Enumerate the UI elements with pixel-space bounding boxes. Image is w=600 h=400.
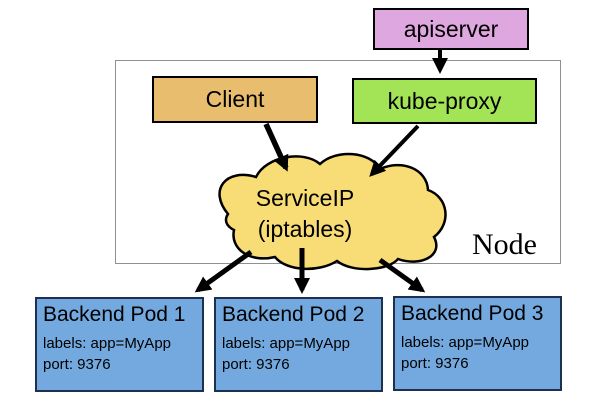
apiserver-box: apiserver <box>373 8 529 50</box>
pod-labels: labels: app=MyApp <box>43 335 171 352</box>
kube-proxy-label: kube-proxy <box>387 87 502 114</box>
pod-labels: labels: app=MyApp <box>401 334 529 351</box>
arrow-serviceip-to-pod3 <box>378 257 426 293</box>
apiserver-label: apiserver <box>403 15 499 42</box>
backend-pod-2-box: Backend Pod 2 labels: app=MyApp port: 93… <box>214 297 383 392</box>
pod-title: Backend Pod 3 <box>401 302 544 325</box>
client-label: Client <box>205 86 265 112</box>
pod-port: port: 9376 <box>401 355 469 372</box>
client-box: Client <box>152 76 318 123</box>
pod-title: Backend Pod 1 <box>43 303 186 326</box>
pod-title: Backend Pod 2 <box>222 303 365 326</box>
backend-pod-1-box: Backend Pod 1 labels: app=MyApp port: 93… <box>35 297 204 392</box>
pod-port: port: 9376 <box>43 356 111 373</box>
kube-proxy-box: kube-proxy <box>352 78 537 124</box>
iptables-line: (iptables) <box>257 216 353 242</box>
pod-labels: labels: app=MyApp <box>222 335 350 352</box>
pod-port: port: 9376 <box>222 356 290 373</box>
backend-pod-3-box: Backend Pod 3 labels: app=MyApp port: 93… <box>393 296 562 391</box>
serviceip-cloud-label: ServiceIP (iptables) <box>210 183 400 245</box>
node-label: Node <box>472 228 537 261</box>
serviceip-line: ServiceIP <box>255 185 355 211</box>
